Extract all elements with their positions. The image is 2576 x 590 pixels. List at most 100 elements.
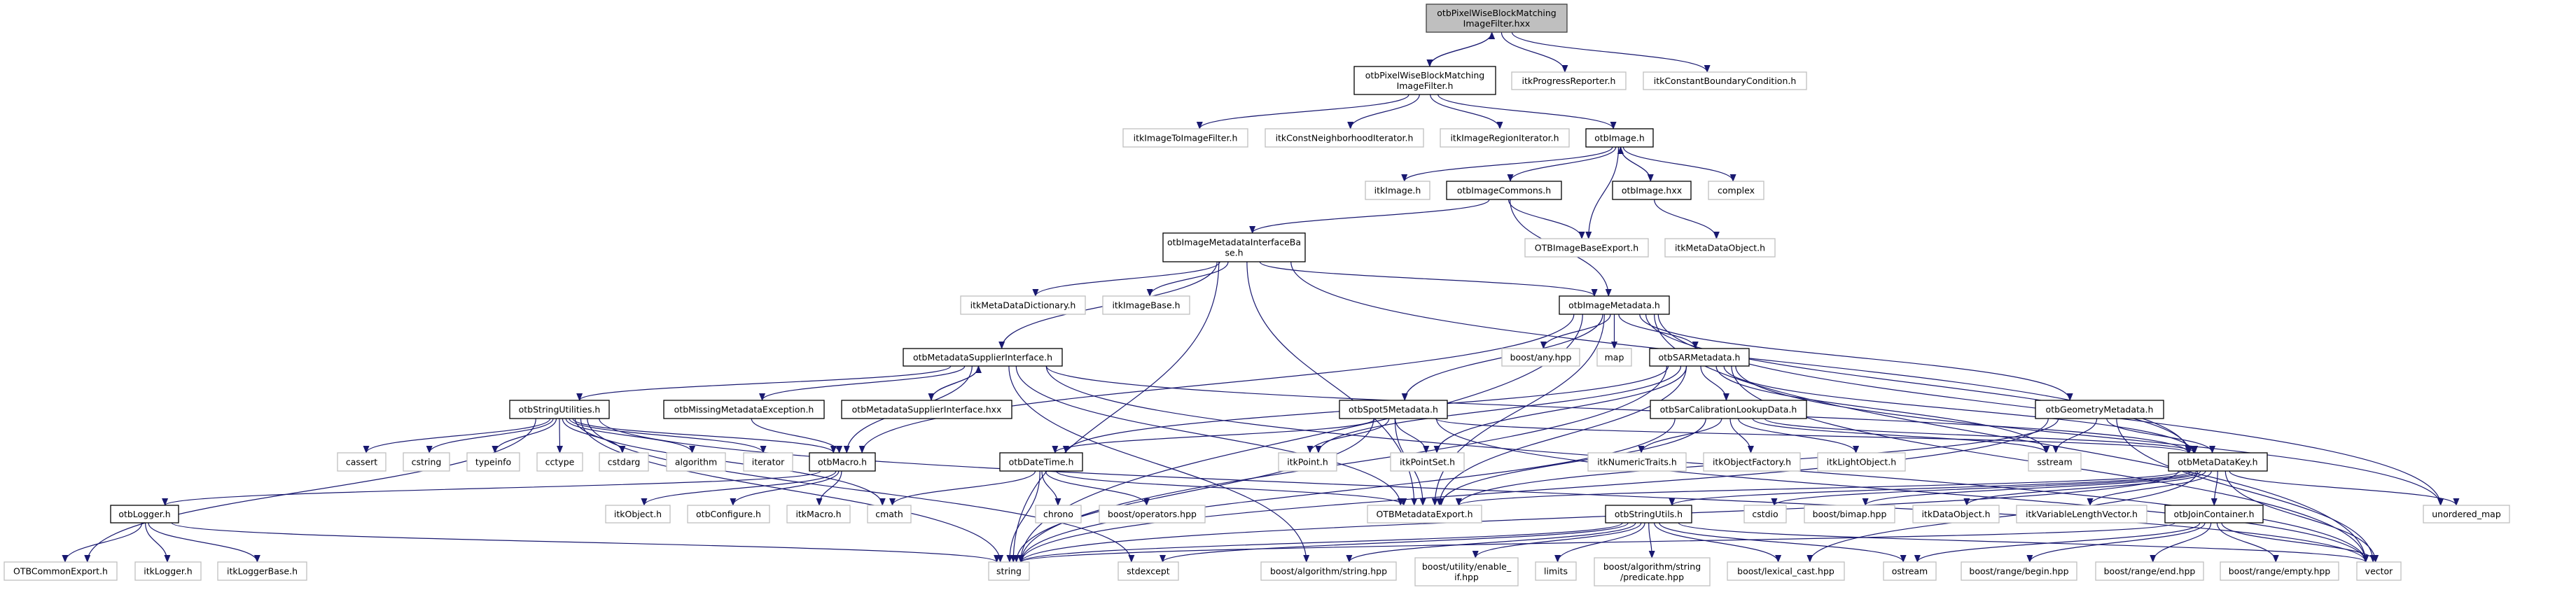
- node-boost-algorithm-string-predicate-hpp: boost/algorithm/string/predicate.hpp: [1594, 557, 1711, 587]
- node-otbgeometrymetadata-h[interactable]: otbGeometryMetadata.h: [2035, 400, 2164, 419]
- node-itkprogressreporter-h: itkProgressReporter.h: [1511, 71, 1627, 90]
- node-label: otbImageCommons.h: [1457, 185, 1551, 196]
- node-otbimage-hxx[interactable]: otbImage.hxx: [1612, 181, 1692, 200]
- node-label: otbStringUtils.h: [1615, 509, 1683, 519]
- edge-otbimagemetadata-h-to-boost-any-hpp: [1540, 314, 1611, 349]
- node-box: [110, 505, 179, 524]
- node-box: [1703, 452, 1801, 472]
- node-box: [4, 561, 118, 581]
- node-otbsarmetadata-h[interactable]: otbSARMetadata.h: [1649, 348, 1750, 367]
- edge-otbmacro-h-to-otblogger-h: [162, 470, 821, 506]
- edge-otbdatetime-h-to-cmath: [889, 470, 1036, 506]
- node-box: [1559, 295, 1670, 315]
- node-otbmacro-h[interactable]: otbMacro.h: [809, 452, 876, 472]
- node-box: [1649, 348, 1750, 367]
- node-box: [1524, 238, 1649, 258]
- node-label: otbImage.hxx: [1622, 185, 1682, 196]
- node-label: string: [996, 566, 1022, 577]
- edge-otbimage-h-to-otbimagebaseexport-h: [1585, 146, 1620, 239]
- node-label: otbMetadataSupplierInterface.h: [913, 352, 1052, 363]
- node-label: cmath: [875, 509, 903, 519]
- node-otbmetadatasupplierinterface-hxx[interactable]: otbMetadataSupplierInterface.hxx: [841, 400, 1012, 419]
- node-label: otbSARMetadata.h: [1659, 352, 1741, 363]
- edge-otbimage-h-to-itkimage-h: [1401, 146, 1613, 182]
- edge-otbsarcalibrationlookupdata-h-to-itknumerictraits-h: [1638, 418, 1722, 454]
- node-box: [1961, 561, 2077, 581]
- node-otbdatetime-h[interactable]: otbDateTime.h: [999, 452, 1083, 472]
- node-cassert: cassert: [337, 452, 387, 472]
- node-box: [1511, 71, 1627, 90]
- edge-otbpixelwiseblockmatchingimagefilter-h-to-otbimage-h: [1437, 94, 1617, 129]
- edge-otbsarcalibrationlookupdata-h-to-sstream: [1752, 418, 2050, 454]
- node-label: otbConfigure.h: [696, 509, 761, 519]
- edge-otbpixelwiseblockmatchingimagefilter-h-to-itkimagetoimagefilter-h: [1196, 94, 1409, 129]
- node-otbimagemetadata-h[interactable]: otbImageMetadata.h: [1559, 295, 1670, 315]
- edge-otbstringutils-h-to-boost-algorithm-string-hpp: [1346, 522, 1636, 563]
- node-box: [536, 452, 583, 472]
- node-box: [663, 400, 825, 419]
- node-otbjoincontainer-h[interactable]: otbJoinContainer.h: [2164, 505, 2264, 524]
- node-label: itkImage.h: [1374, 185, 1421, 196]
- node-box: [1883, 561, 1937, 581]
- node-otbmetadatasupplierinterface-h[interactable]: otbMetadataSupplierInterface.h: [903, 348, 1063, 367]
- node-boost-algorithm-string-hpp: boost/algorithm/string.hpp: [1260, 561, 1397, 581]
- node-label: stdexcept: [1127, 566, 1169, 577]
- node-box: [1414, 557, 1519, 587]
- edge-otbmetadatakey-h-to-otbjoincontainer-h: [2211, 470, 2218, 506]
- edge-otbstringutils-h-to-vector: [1678, 522, 2369, 563]
- node-cctype: cctype: [536, 452, 583, 472]
- node-boost-any-hpp: boost/any.hpp: [1501, 348, 1580, 367]
- node-otbstringutilities-h[interactable]: otbStringUtilities.h: [509, 400, 610, 419]
- node-box: [337, 452, 387, 472]
- edge-otbjoincontainer-h-to-ostream: [1914, 522, 2201, 563]
- edge-otbstringutilities-h-to-algorithm: [565, 418, 695, 454]
- node-limits: limits: [1535, 561, 1577, 581]
- node-box: [1605, 505, 1692, 524]
- node-label: itkLightObject.h: [1827, 457, 1896, 468]
- node-itkimagebase-h: itkImageBase.h: [1102, 295, 1190, 315]
- node-otbspot5metadata-h[interactable]: otbSpot5Metadata.h: [1339, 400, 1448, 419]
- edge-otbmetadatakey-h-to-otbmetadataexport-h: [1456, 470, 2181, 506]
- node-otbstringutils-h[interactable]: otbStringUtils.h: [1605, 505, 1692, 524]
- node-box: [2016, 505, 2147, 524]
- edge-otbmetadatakey-h-to-string: [1018, 470, 2179, 563]
- node-itklightobject-h: itkLightObject.h: [1817, 452, 1906, 472]
- node-box: [743, 452, 793, 472]
- node-label: itkLogger.h: [144, 566, 192, 577]
- edge-otbimagemetadatainterfacebase-h-to-string: [1010, 261, 1220, 563]
- node-label: iterator: [752, 457, 785, 468]
- node-otbimage-h[interactable]: otbImage.h: [1585, 128, 1654, 148]
- edge-otbstringutilities-h-to-string: [580, 418, 1004, 563]
- edge-otbimagecommons-h-to-otbimagebaseexport-h: [1508, 199, 1585, 239]
- node-label: otbSarCalibrationLookupData.h: [1660, 405, 1797, 415]
- node-label: complex: [1718, 185, 1755, 196]
- node-otbmissingmetadataexception-h[interactable]: otbMissingMetadataException.h: [663, 400, 825, 419]
- node-iterator: iterator: [743, 452, 793, 472]
- node-otbimagecommons-h[interactable]: otbImageCommons.h: [1446, 181, 1562, 200]
- node-itkmetadataobject-h: itkMetaDataObject.h: [1664, 238, 1776, 258]
- node-box: [466, 452, 520, 472]
- node-otblogger-h[interactable]: otbLogger.h: [110, 505, 179, 524]
- edge-otbstringutils-h-to-boost-lexical-cast-hpp: [1653, 522, 1782, 563]
- node-label: itkImageBase.h: [1112, 300, 1180, 311]
- node-box: [786, 505, 851, 524]
- node-box: [1278, 452, 1337, 472]
- edge-otbimagemetadata-h-to-otbsarmetadata-h: [1618, 314, 1699, 349]
- node-boost-range-empty-hpp: boost/range/empty.hpp: [2220, 561, 2339, 581]
- node-label: otbDateTime.h: [1009, 457, 1074, 468]
- edge-otbsarmetadata-h-to-itkpointset-h: [1433, 365, 1687, 454]
- node-box: [1650, 400, 1807, 419]
- node-otbmetadatakey-h[interactable]: otbMetaDataKey.h: [2168, 452, 2268, 472]
- node-box: [403, 452, 450, 472]
- node-box: [2168, 452, 2268, 472]
- node-label: itkProgressReporter.h: [1522, 76, 1616, 86]
- node-itkconstantboundarycondition-h: itkConstantBoundaryCondition.h: [1643, 71, 1807, 90]
- node-otbsarcalibrationlookupdata-h[interactable]: otbSarCalibrationLookupData.h: [1650, 400, 1807, 419]
- edge-otbpixelwiseblockmatchingimagefilter-hxx-to-itkprogressreporter-h: [1501, 31, 1568, 73]
- edge-otbstringutils-h-to-boost-utility-enable-if-hpp: [1472, 522, 1642, 559]
